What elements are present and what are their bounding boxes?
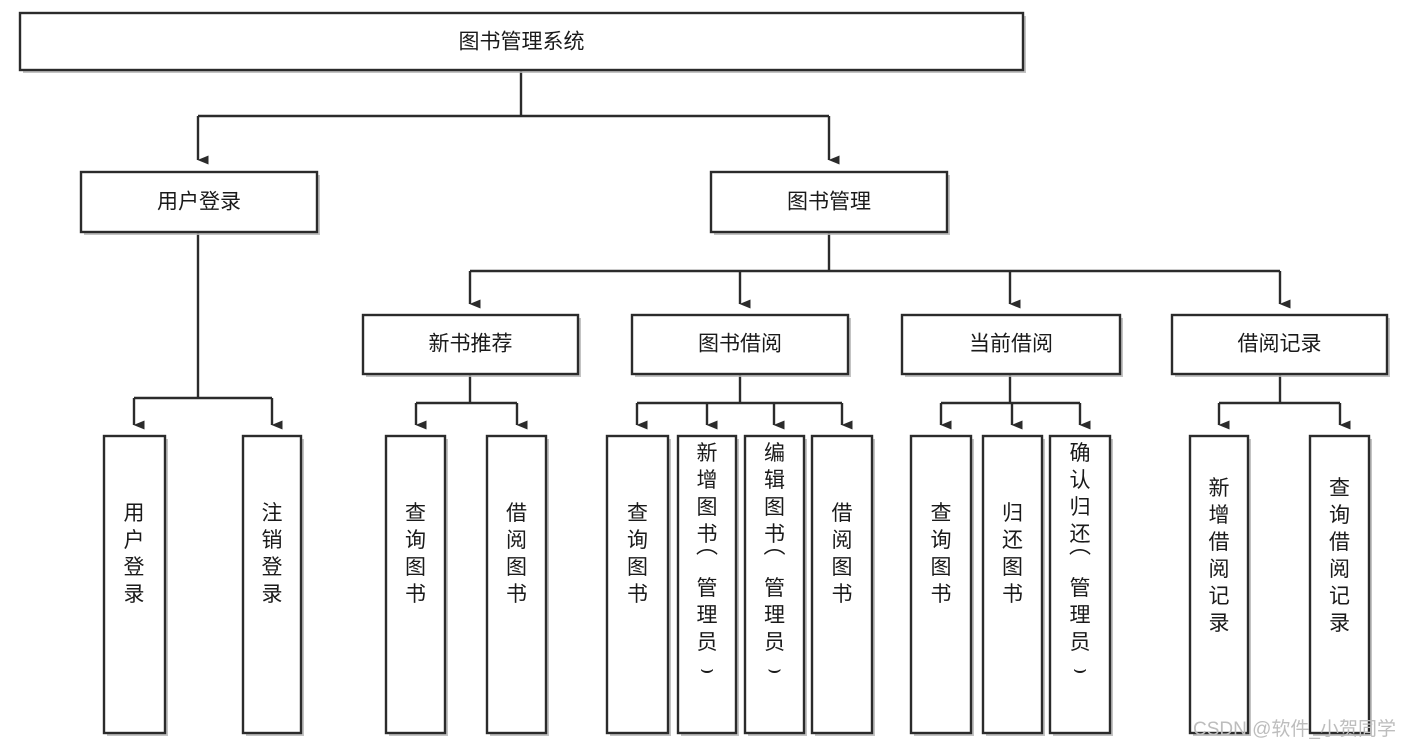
leaf-query-record-label: 查询借阅记录 [1329, 477, 1350, 635]
node-leaf-add-book[interactable]: 新增图书⌒管理员⌣ [676, 434, 739, 736]
user-login-label: 用户登录 [157, 191, 241, 214]
leaf-logout-box [241, 434, 303, 735]
node-leaf-query-book-c[interactable]: 查询图书 [909, 434, 974, 736]
node-leaf-add-record[interactable]: 新增借阅记录 [1188, 434, 1251, 736]
leaf-confirm-return-box [1048, 434, 1112, 735]
leaf-add-record-box [1188, 434, 1250, 735]
leaf-user-login-box [102, 434, 167, 735]
node-user-login[interactable]: 用户登录 [79, 170, 320, 235]
node-leaf-edit-book[interactable]: 编辑图书⌒管理员⌣ [743, 434, 807, 736]
leaf-add-record-label: 新增借阅记录 [1209, 477, 1230, 635]
leaf-query-book-c-label: 查询图书 [931, 502, 952, 606]
leaf-borrow-book-b-label: 借阅图书 [832, 502, 853, 606]
leaf-add-book-label: 新增图书⌒管理员⌣ [696, 442, 718, 681]
leaf-borrow-book-b-box [810, 434, 874, 735]
connector-group-borrow-record-leaves [1217, 374, 1351, 430]
current-borrow-label: 当前借阅 [969, 333, 1053, 356]
connector-group-book-borrow-leaves [635, 374, 853, 430]
node-leaf-query-book-a[interactable]: 查询图书 [384, 434, 448, 736]
root-label: 图书管理系统 [459, 31, 585, 54]
node-leaf-logout[interactable]: 注销登录 [241, 434, 304, 736]
leaf-query-book-b-label: 查询图书 [627, 502, 648, 606]
node-borrow-record[interactable]: 借阅记录 [1170, 313, 1390, 377]
node-current-borrow[interactable]: 当前借阅 [900, 313, 1123, 377]
node-leaf-query-book-b[interactable]: 查询图书 [605, 434, 671, 736]
node-book-borrow[interactable]: 图书借阅 [630, 313, 851, 377]
leaf-edit-book-label: 编辑图书⌒管理员⌣ [763, 442, 785, 681]
node-leaf-query-record[interactable]: 查询借阅记录 [1308, 434, 1372, 736]
leaf-add-book-box [676, 434, 738, 735]
node-new-book-recommend[interactable]: 新书推荐 [361, 313, 581, 377]
book-management-box [709, 170, 949, 234]
root-box [18, 11, 1025, 72]
connector-group-user-login-leaves [132, 232, 283, 430]
node-leaf-borrow-book-b[interactable]: 借阅图书 [810, 434, 875, 736]
node-leaf-confirm-return[interactable]: 确认归还⌒管理员⌣ [1048, 434, 1113, 736]
node-root-book-management-system[interactable]: 图书管理系统 [18, 11, 1026, 73]
leaf-query-book-a-label: 查询图书 [405, 502, 426, 606]
book-borrow-label: 图书借阅 [698, 333, 782, 356]
csdn-watermark: CSDN @软件_小贺同学 [1193, 718, 1396, 740]
node-book-management[interactable]: 图书管理 [709, 170, 950, 235]
user-login-box [79, 170, 319, 234]
leaf-query-book-a-box [384, 434, 447, 735]
node-leaf-return-book[interactable]: 归还图书 [981, 434, 1045, 736]
leaf-borrow-book-a-box [485, 434, 548, 735]
book-borrow-box [630, 313, 850, 376]
leaf-user-login-label: 用户登录 [124, 502, 145, 606]
leaf-edit-book-box [743, 434, 806, 735]
new-book-recommend-box [361, 313, 580, 376]
leaf-query-record-box [1308, 434, 1371, 735]
leaf-confirm-return-label: 确认归还⌒管理员⌣ [1069, 442, 1091, 681]
connector-group-root-to-level2 [196, 70, 840, 165]
connector-group-new-book-leaves [414, 374, 528, 430]
leaf-return-book-label: 归还图书 [1002, 502, 1023, 606]
leaf-logout-label: 注销登录 [262, 502, 283, 606]
leaf-query-book-c-box [909, 434, 973, 735]
borrow-record-box [1170, 313, 1389, 376]
book-management-label: 图书管理 [787, 191, 871, 214]
leaf-borrow-book-a-label: 借阅图书 [506, 502, 527, 606]
node-leaf-user-login[interactable]: 用户登录 [102, 434, 168, 736]
connector-group-books-to-level3 [468, 232, 1291, 309]
leaf-query-book-b-box [605, 434, 670, 735]
new-book-recommend-label: 新书推荐 [429, 333, 513, 356]
leaf-return-book-box [981, 434, 1044, 735]
borrow-record-label: 借阅记录 [1238, 333, 1322, 356]
node-leaf-borrow-book-a[interactable]: 借阅图书 [485, 434, 549, 736]
current-borrow-box [900, 313, 1122, 376]
connector-group-current-borrow-leaves [939, 374, 1091, 430]
